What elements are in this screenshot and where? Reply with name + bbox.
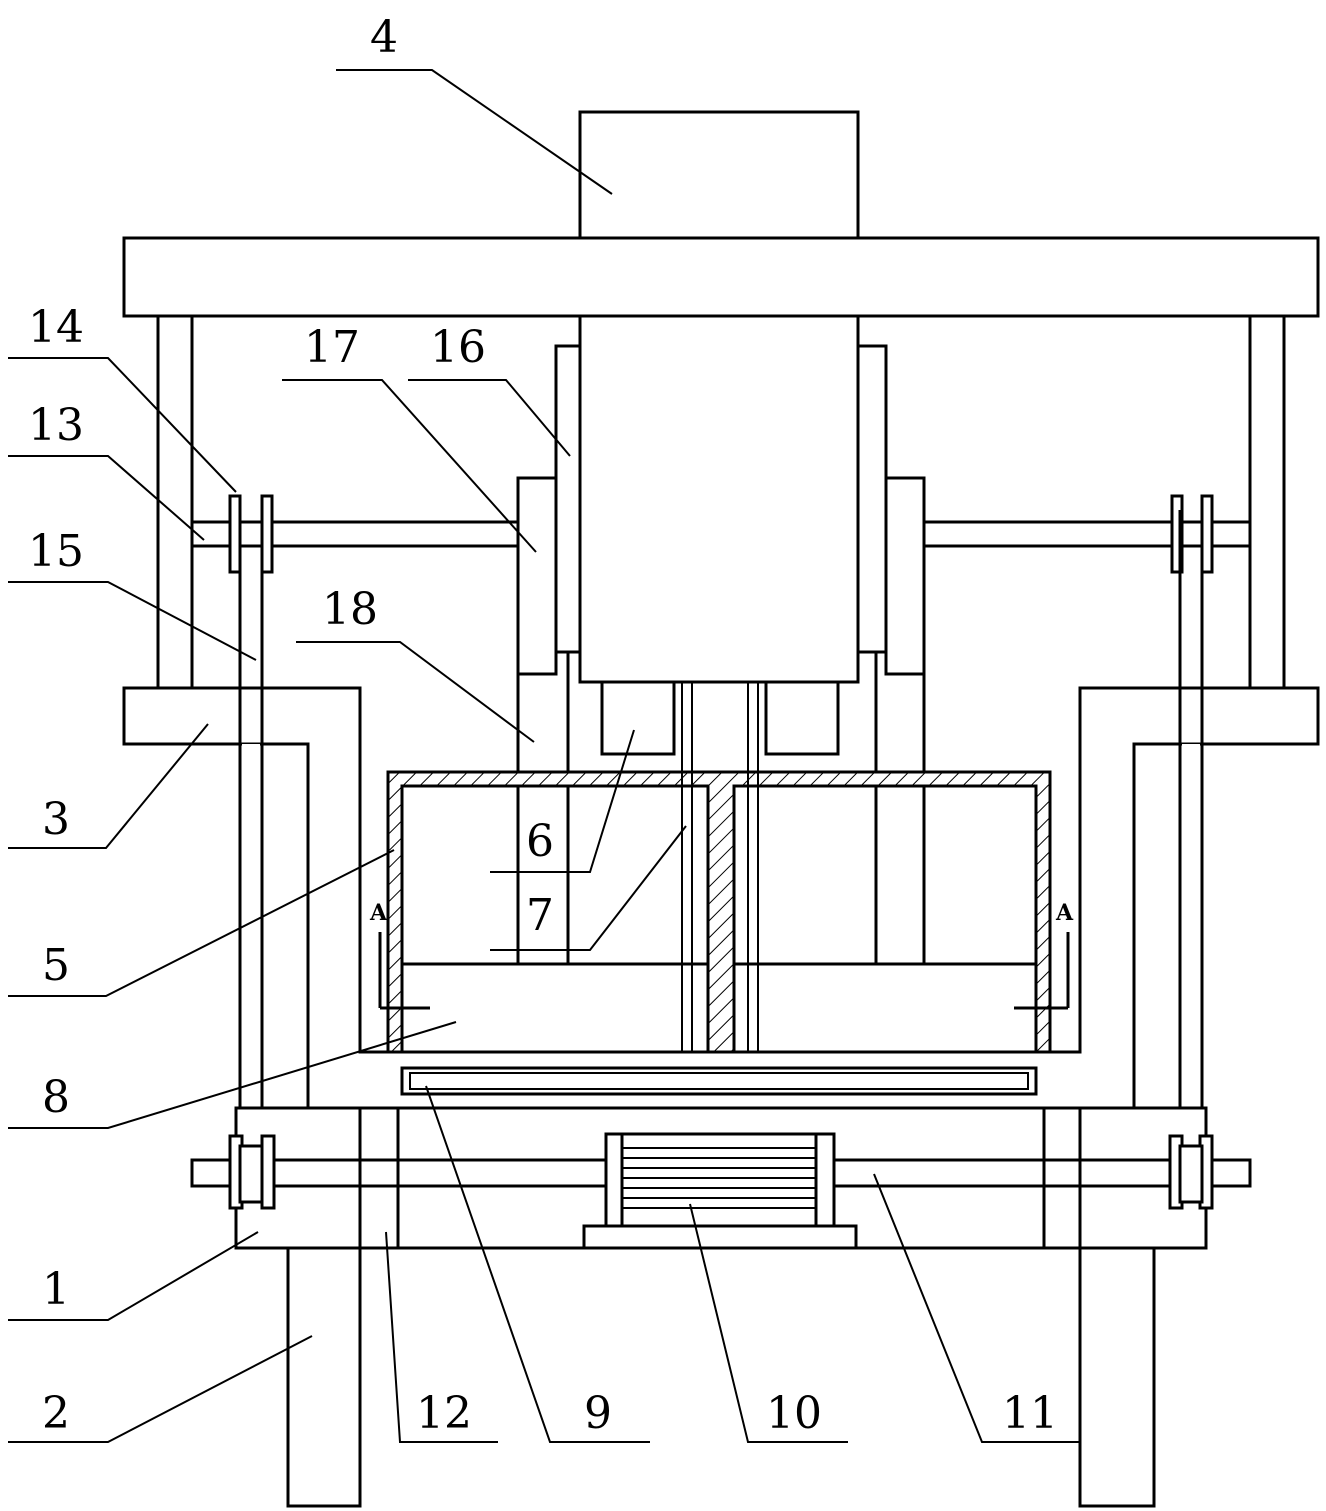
filter-plate-9 — [400, 1066, 1038, 1096]
leg-2-left — [286, 1246, 362, 1508]
top-beam — [122, 236, 1320, 318]
label-5: 5 — [42, 940, 70, 991]
motor-10 — [604, 1132, 836, 1228]
section-mark-left: A — [369, 900, 388, 926]
press-block-6-right — [764, 680, 840, 756]
motor-4 — [578, 110, 860, 240]
label-4: 4 — [370, 12, 398, 63]
press-block-6-left — [600, 680, 676, 756]
label-8: 8 — [42, 1072, 70, 1123]
label-17: 17 — [304, 322, 360, 373]
label-12: 12 — [416, 1388, 472, 1439]
label-3: 3 — [42, 794, 70, 845]
label-9: 9 — [584, 1388, 612, 1439]
label-6: 6 — [526, 816, 554, 867]
label-13: 13 — [28, 400, 84, 451]
label-14: 14 — [28, 302, 84, 353]
label-7: 7 — [526, 890, 554, 941]
slide-block-left-17 — [516, 476, 558, 676]
central-column — [578, 314, 860, 684]
slide-block-right — [884, 476, 926, 676]
label-1: 1 — [42, 1264, 70, 1315]
section-mark-right: A — [1055, 900, 1074, 926]
guide-plate-right — [856, 344, 888, 654]
label-2: 2 — [42, 1388, 70, 1439]
leader-lines — [8, 69, 1080, 1443]
left-post — [156, 314, 194, 690]
label-10: 10 — [766, 1388, 822, 1439]
leg-2-right — [1078, 1246, 1156, 1508]
label-16: 16 — [430, 322, 486, 373]
label-11: 11 — [1002, 1388, 1058, 1439]
label-15: 15 — [28, 526, 84, 577]
guide-plate-left-16 — [554, 344, 582, 654]
motor-10-base — [582, 1224, 858, 1250]
label-18: 18 — [322, 584, 378, 635]
right-post — [1248, 314, 1286, 690]
